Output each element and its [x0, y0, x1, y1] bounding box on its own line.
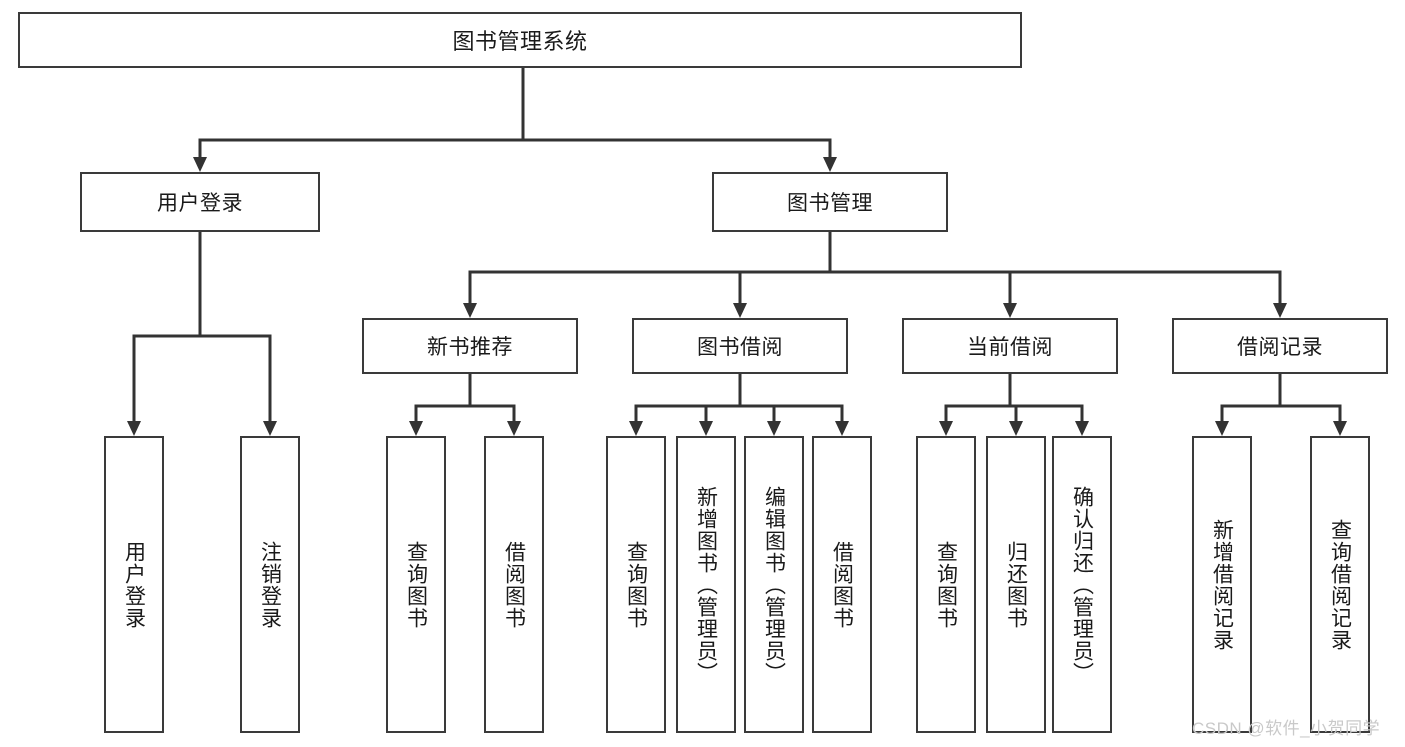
node-label: 图书管理系统 [452, 29, 588, 54]
node-label: 查询图书 [404, 540, 428, 629]
node-level2-1[interactable]: 图书管理 [712, 172, 948, 232]
arrowhead [767, 421, 781, 436]
arrowhead [507, 421, 521, 436]
node-leaf-1[interactable]: 注销登录 [240, 436, 300, 733]
node-leaf-5[interactable]: 新增图书（管理员） [676, 436, 736, 733]
node-label: 新增借阅记录 [1210, 518, 1234, 651]
arrowhead [823, 157, 837, 172]
node-leaf-11[interactable]: 新增借阅记录 [1192, 436, 1252, 733]
node-leaf-8[interactable]: 查询图书 [916, 436, 976, 733]
node-label: 当前借阅 [967, 336, 1053, 359]
arrowhead [629, 421, 643, 436]
arrowhead [1009, 421, 1023, 436]
arrowhead [193, 157, 207, 172]
arrowhead [1215, 421, 1229, 436]
node-label: 查询借阅记录 [1328, 518, 1352, 651]
node-label: 查询图书 [934, 540, 958, 629]
node-label: 查询图书 [624, 540, 648, 629]
node-label: 借阅图书 [830, 540, 854, 629]
node-leaf-9[interactable]: 归还图书 [986, 436, 1046, 733]
node-leaf-12[interactable]: 查询借阅记录 [1310, 436, 1370, 733]
node-leaf-3[interactable]: 借阅图书 [484, 436, 544, 733]
arrowhead [1273, 303, 1287, 318]
connector-lines [132, 66, 1342, 424]
node-level3-2[interactable]: 当前借阅 [902, 318, 1118, 374]
arrowhead [835, 421, 849, 436]
node-level2-0[interactable]: 用户登录 [80, 172, 320, 232]
node-leaf-7[interactable]: 借阅图书 [812, 436, 872, 733]
node-label: 借阅记录 [1237, 336, 1323, 359]
node-label: 新书推荐 [427, 336, 513, 359]
node-leaf-6[interactable]: 编辑图书（管理员） [744, 436, 804, 733]
node-root[interactable]: 图书管理系统 [18, 12, 1022, 68]
arrowhead [1333, 421, 1347, 436]
arrowhead [463, 303, 477, 318]
node-label: 借阅图书 [502, 540, 526, 629]
node-leaf-4[interactable]: 查询图书 [606, 436, 666, 733]
arrowhead [1075, 421, 1089, 436]
arrowhead [409, 421, 423, 436]
node-label: 图书管理 [787, 192, 873, 215]
node-label: 新增图书（管理员） [694, 485, 718, 684]
node-leaf-2[interactable]: 查询图书 [386, 436, 446, 733]
arrowhead [699, 421, 713, 436]
arrowhead [263, 421, 277, 436]
arrowhead [939, 421, 953, 436]
node-label: 编辑图书（管理员） [762, 485, 786, 684]
node-level3-0[interactable]: 新书推荐 [362, 318, 578, 374]
node-level3-3[interactable]: 借阅记录 [1172, 318, 1388, 374]
node-label: 图书借阅 [697, 336, 783, 359]
arrowhead [733, 303, 747, 318]
node-label: 用户登录 [157, 192, 243, 215]
node-label: 归还图书 [1004, 540, 1028, 629]
node-label: 用户登录 [122, 540, 146, 629]
node-label: 注销登录 [258, 540, 282, 629]
node-level3-1[interactable]: 图书借阅 [632, 318, 848, 374]
node-leaf-0[interactable]: 用户登录 [104, 436, 164, 733]
node-leaf-10[interactable]: 确认归还（管理员） [1052, 436, 1112, 733]
connector-arrowheads [127, 157, 1347, 436]
node-label: 确认归还（管理员） [1070, 485, 1094, 684]
arrowhead [1003, 303, 1017, 318]
arrowhead [127, 421, 141, 436]
